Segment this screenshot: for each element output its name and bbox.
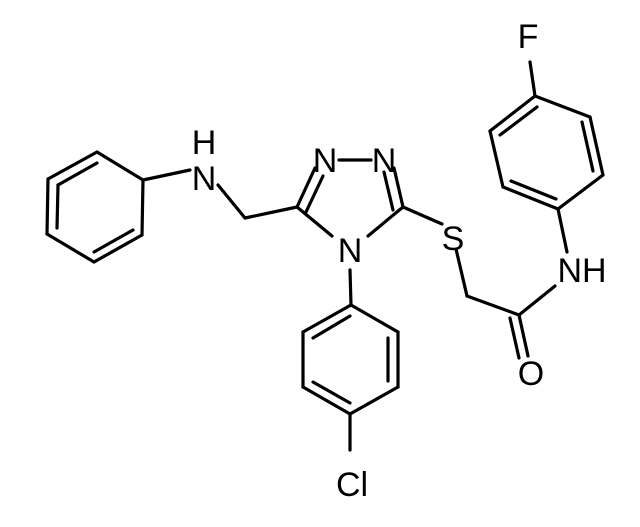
- fluorophenyl-bond: [501, 185, 560, 211]
- phenyl-bond: [45, 232, 96, 264]
- chlorophenyl-double-bond: [311, 380, 352, 405]
- chlorophenyl-double-bond: [311, 314, 352, 340]
- n-aryl-bond: [348, 268, 353, 307]
- atom-labels: F NH S N N N H N O Cl: [192, 18, 607, 504]
- phenyl-double-bond: [55, 183, 60, 230]
- chlorophenyl-bond: [301, 303, 353, 334]
- ch2-carbonyl-bond: [465, 294, 521, 317]
- sulfur-label: S: [442, 220, 465, 258]
- nh-ch2-bond: [216, 183, 247, 220]
- carbonyl-double-bond: [508, 316, 521, 360]
- chlorophenyl-bond: [348, 385, 400, 416]
- phenyl-bond: [140, 178, 145, 237]
- s-ch2-bond: [454, 247, 469, 298]
- triazole-n1-label: N: [313, 142, 338, 180]
- fluorophenyl-double-bond: [580, 120, 595, 173]
- triazole-n4-label: N: [338, 232, 363, 270]
- carbonyl-o-label: O: [518, 355, 544, 393]
- triazole-double-bond: [304, 174, 325, 214]
- triazole-double-bond: [295, 166, 317, 209]
- amide-nh-label: NH: [557, 252, 606, 290]
- triazole-bond: [295, 205, 334, 238]
- amine-n-label: N: [192, 160, 217, 198]
- triazole-n2-label: N: [372, 142, 397, 180]
- fluorophenyl-bond: [556, 173, 605, 211]
- amine-h-label: H: [192, 124, 217, 162]
- chlorophenyl-bond: [349, 303, 400, 334]
- triazole-s-bond: [401, 205, 444, 226]
- bonds: [45, 60, 605, 452]
- carbonyl-double-bond: [517, 313, 530, 358]
- phenyl-bond: [92, 233, 144, 264]
- chlorine-label: Cl: [336, 466, 368, 504]
- phenyl-double-bond: [56, 161, 99, 187]
- fluorophenyl-double-bond: [498, 105, 539, 137]
- fluorophenyl-double-bond: [509, 179, 558, 201]
- chlorophenyl-bond: [301, 385, 352, 416]
- triazole-bond: [392, 166, 405, 209]
- fluorophenyl-bond: [488, 94, 537, 133]
- carbonyl-nh-bond: [517, 284, 557, 317]
- phenyl-bond: [45, 177, 50, 236]
- triazole-double-bond: [382, 170, 395, 212]
- fluorine-label: F: [518, 18, 539, 56]
- triazole-bond: [366, 205, 405, 238]
- phenyl-double-bond: [92, 228, 135, 254]
- phenyl-nh-bond: [141, 168, 192, 182]
- ch2-triazole-bond: [243, 205, 299, 220]
- fluorophenyl-bond: [488, 129, 505, 189]
- phenyl-bond: [46, 150, 99, 181]
- fluorophenyl-bond: [533, 94, 592, 119]
- nh-aryl-bond: [556, 207, 569, 254]
- fluorophenyl-bond: [588, 115, 605, 177]
- phenyl-bond: [95, 150, 145, 182]
- c-f-bond: [528, 60, 537, 98]
